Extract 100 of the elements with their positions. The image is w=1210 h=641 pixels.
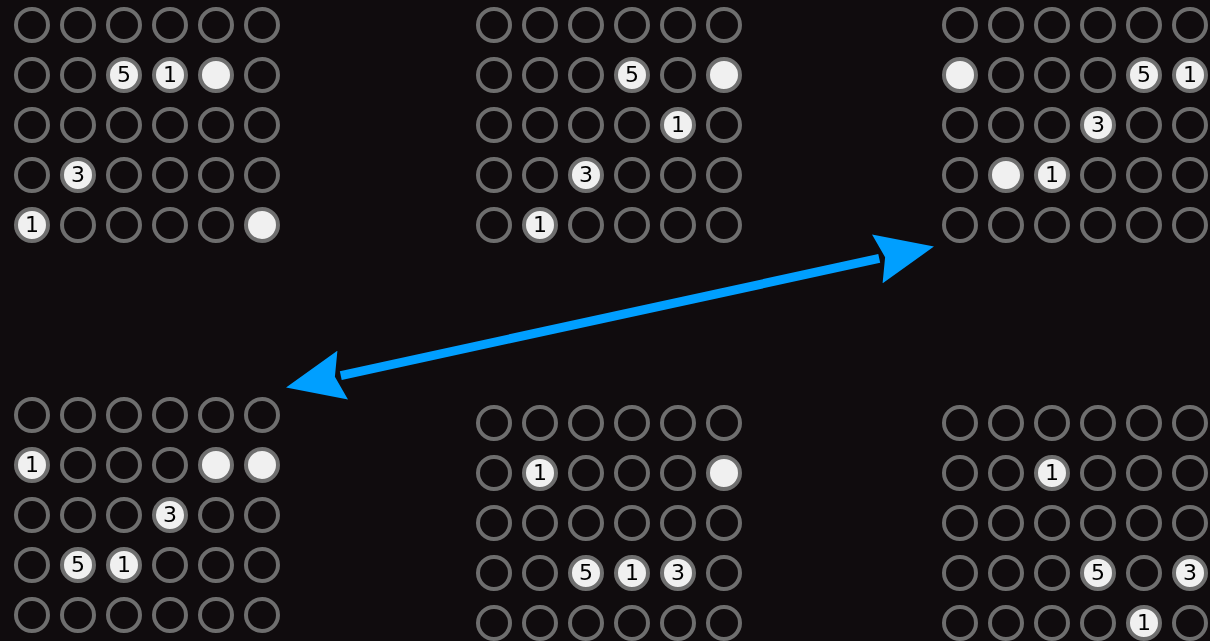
- empty-circle: [942, 605, 978, 641]
- empty-circle: [706, 605, 742, 641]
- filled-circle: [942, 57, 978, 93]
- empty-circle: [706, 157, 742, 193]
- empty-circle: [60, 447, 96, 483]
- number-circle: 1: [106, 547, 142, 583]
- empty-circle: [706, 555, 742, 591]
- empty-circle: [942, 455, 978, 491]
- number-circle: 3: [1080, 107, 1116, 143]
- empty-circle: [244, 497, 280, 533]
- empty-circle: [1126, 207, 1162, 243]
- empty-circle: [476, 555, 512, 591]
- empty-circle: [1126, 505, 1162, 541]
- empty-circle: [106, 597, 142, 633]
- empty-circle: [614, 7, 650, 43]
- empty-circle: [522, 405, 558, 441]
- empty-circle: [988, 207, 1024, 243]
- empty-circle: [476, 157, 512, 193]
- empty-circle: [568, 405, 604, 441]
- empty-circle: [706, 405, 742, 441]
- empty-circle: [106, 107, 142, 143]
- empty-circle: [568, 107, 604, 143]
- empty-circle: [476, 57, 512, 93]
- empty-circle: [660, 207, 696, 243]
- filled-circle: [988, 157, 1024, 193]
- empty-circle: [198, 7, 234, 43]
- empty-circle: [106, 397, 142, 433]
- filled-circle: [198, 447, 234, 483]
- empty-circle: [660, 157, 696, 193]
- empty-circle: [106, 447, 142, 483]
- empty-circle: [198, 107, 234, 143]
- empty-circle: [1126, 107, 1162, 143]
- empty-circle: [14, 397, 50, 433]
- empty-circle: [568, 7, 604, 43]
- number-circle: 1: [14, 207, 50, 243]
- empty-circle: [614, 505, 650, 541]
- empty-circle: [614, 107, 650, 143]
- empty-circle: [1034, 7, 1070, 43]
- empty-circle: [614, 207, 650, 243]
- empty-circle: [522, 7, 558, 43]
- number-circle: 5: [106, 57, 142, 93]
- empty-circle: [568, 207, 604, 243]
- filled-circle: [706, 455, 742, 491]
- number-circle: 3: [1172, 555, 1208, 591]
- empty-circle: [614, 455, 650, 491]
- empty-circle: [244, 597, 280, 633]
- empty-circle: [660, 57, 696, 93]
- empty-circle: [568, 505, 604, 541]
- empty-circle: [1080, 455, 1116, 491]
- empty-circle: [1172, 107, 1208, 143]
- empty-circle: [942, 555, 978, 591]
- empty-circle: [1172, 455, 1208, 491]
- filled-circle: [198, 57, 234, 93]
- empty-circle: [1034, 555, 1070, 591]
- filled-circle: [244, 207, 280, 243]
- empty-circle: [14, 57, 50, 93]
- empty-circle: [522, 605, 558, 641]
- empty-circle: [1034, 207, 1070, 243]
- number-circle: 1: [660, 107, 696, 143]
- empty-circle: [1034, 57, 1070, 93]
- empty-circle: [1172, 207, 1208, 243]
- empty-circle: [568, 455, 604, 491]
- empty-circle: [1126, 455, 1162, 491]
- empty-circle: [988, 57, 1024, 93]
- empty-circle: [152, 597, 188, 633]
- empty-circle: [706, 7, 742, 43]
- empty-circle: [1080, 405, 1116, 441]
- empty-circle: [988, 405, 1024, 441]
- empty-circle: [1172, 605, 1208, 641]
- empty-circle: [568, 57, 604, 93]
- empty-circle: [568, 605, 604, 641]
- empty-circle: [942, 405, 978, 441]
- empty-circle: [1034, 107, 1070, 143]
- empty-circle: [1080, 605, 1116, 641]
- empty-circle: [1034, 405, 1070, 441]
- empty-circle: [660, 455, 696, 491]
- number-circle: 5: [1126, 57, 1162, 93]
- empty-circle: [706, 505, 742, 541]
- empty-circle: [198, 547, 234, 583]
- empty-circle: [60, 7, 96, 43]
- number-circle: 3: [60, 157, 96, 193]
- empty-circle: [522, 157, 558, 193]
- number-circle: 5: [614, 57, 650, 93]
- empty-circle: [198, 157, 234, 193]
- empty-circle: [988, 107, 1024, 143]
- empty-circle: [14, 7, 50, 43]
- empty-circle: [706, 207, 742, 243]
- empty-circle: [1126, 157, 1162, 193]
- number-circle: 1: [1034, 157, 1070, 193]
- empty-circle: [198, 397, 234, 433]
- empty-circle: [1172, 157, 1208, 193]
- empty-circle: [660, 605, 696, 641]
- number-circle: 1: [522, 207, 558, 243]
- empty-circle: [198, 597, 234, 633]
- number-circle: 1: [14, 447, 50, 483]
- empty-circle: [1126, 7, 1162, 43]
- empty-circle: [988, 555, 1024, 591]
- empty-circle: [152, 207, 188, 243]
- empty-circle: [988, 455, 1024, 491]
- empty-circle: [60, 107, 96, 143]
